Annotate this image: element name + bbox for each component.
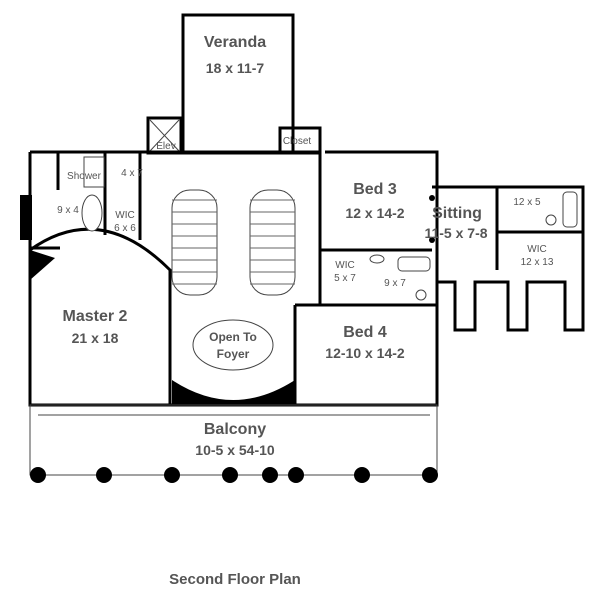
bed3-label: Bed 3 (353, 181, 397, 198)
foyer-label-1: Open To (209, 330, 257, 344)
master2-size: 21 x 18 (72, 330, 119, 346)
sitting-size: 11-5 x 7-8 (424, 225, 487, 241)
shower-label: Shower (67, 171, 102, 182)
wic-sitting-size: 12 x 13 (521, 257, 554, 268)
columns (30, 467, 438, 483)
fireplace (20, 195, 32, 240)
bath-12x5-label: 12 x 5 (513, 197, 541, 208)
stairs (171, 189, 296, 296)
wic-sitting-label: WIC (527, 244, 546, 255)
sitting-label: Sitting (432, 205, 482, 222)
master2-label: Master 2 (63, 308, 128, 325)
closet-label: Closet (283, 136, 312, 147)
balcony-size: 10-5 x 54-10 (195, 442, 275, 458)
foyer-opening (192, 319, 274, 371)
wic-master-size: 6 x 6 (114, 223, 136, 234)
master-wall (29, 227, 172, 405)
bath-9x7-label: 9 x 7 (384, 278, 406, 289)
bath-9x4-label: 9 x 4 (57, 205, 79, 216)
wic-bed4-label: WIC (335, 260, 354, 271)
sitting-wing-walls (432, 185, 585, 332)
wic-master-label: WIC (115, 210, 134, 221)
foyer-label-2: Foyer (217, 347, 250, 361)
elev-label: Elev (156, 141, 175, 152)
bath-4x7-label: 4 x 7 (121, 168, 143, 179)
wic-bed4-size: 5 x 7 (334, 273, 356, 284)
bed4-size: 12-10 x 14-2 (325, 345, 405, 361)
veranda-size: 18 x 11-7 (206, 60, 265, 76)
bed4-label: Bed 4 (343, 324, 387, 341)
bed3-size: 12 x 14-2 (345, 205, 404, 221)
plan-title: Second Floor Plan (169, 571, 301, 588)
balcony-label: Balcony (204, 421, 266, 438)
foyer-rail (172, 380, 295, 405)
veranda-label: Veranda (204, 34, 266, 51)
